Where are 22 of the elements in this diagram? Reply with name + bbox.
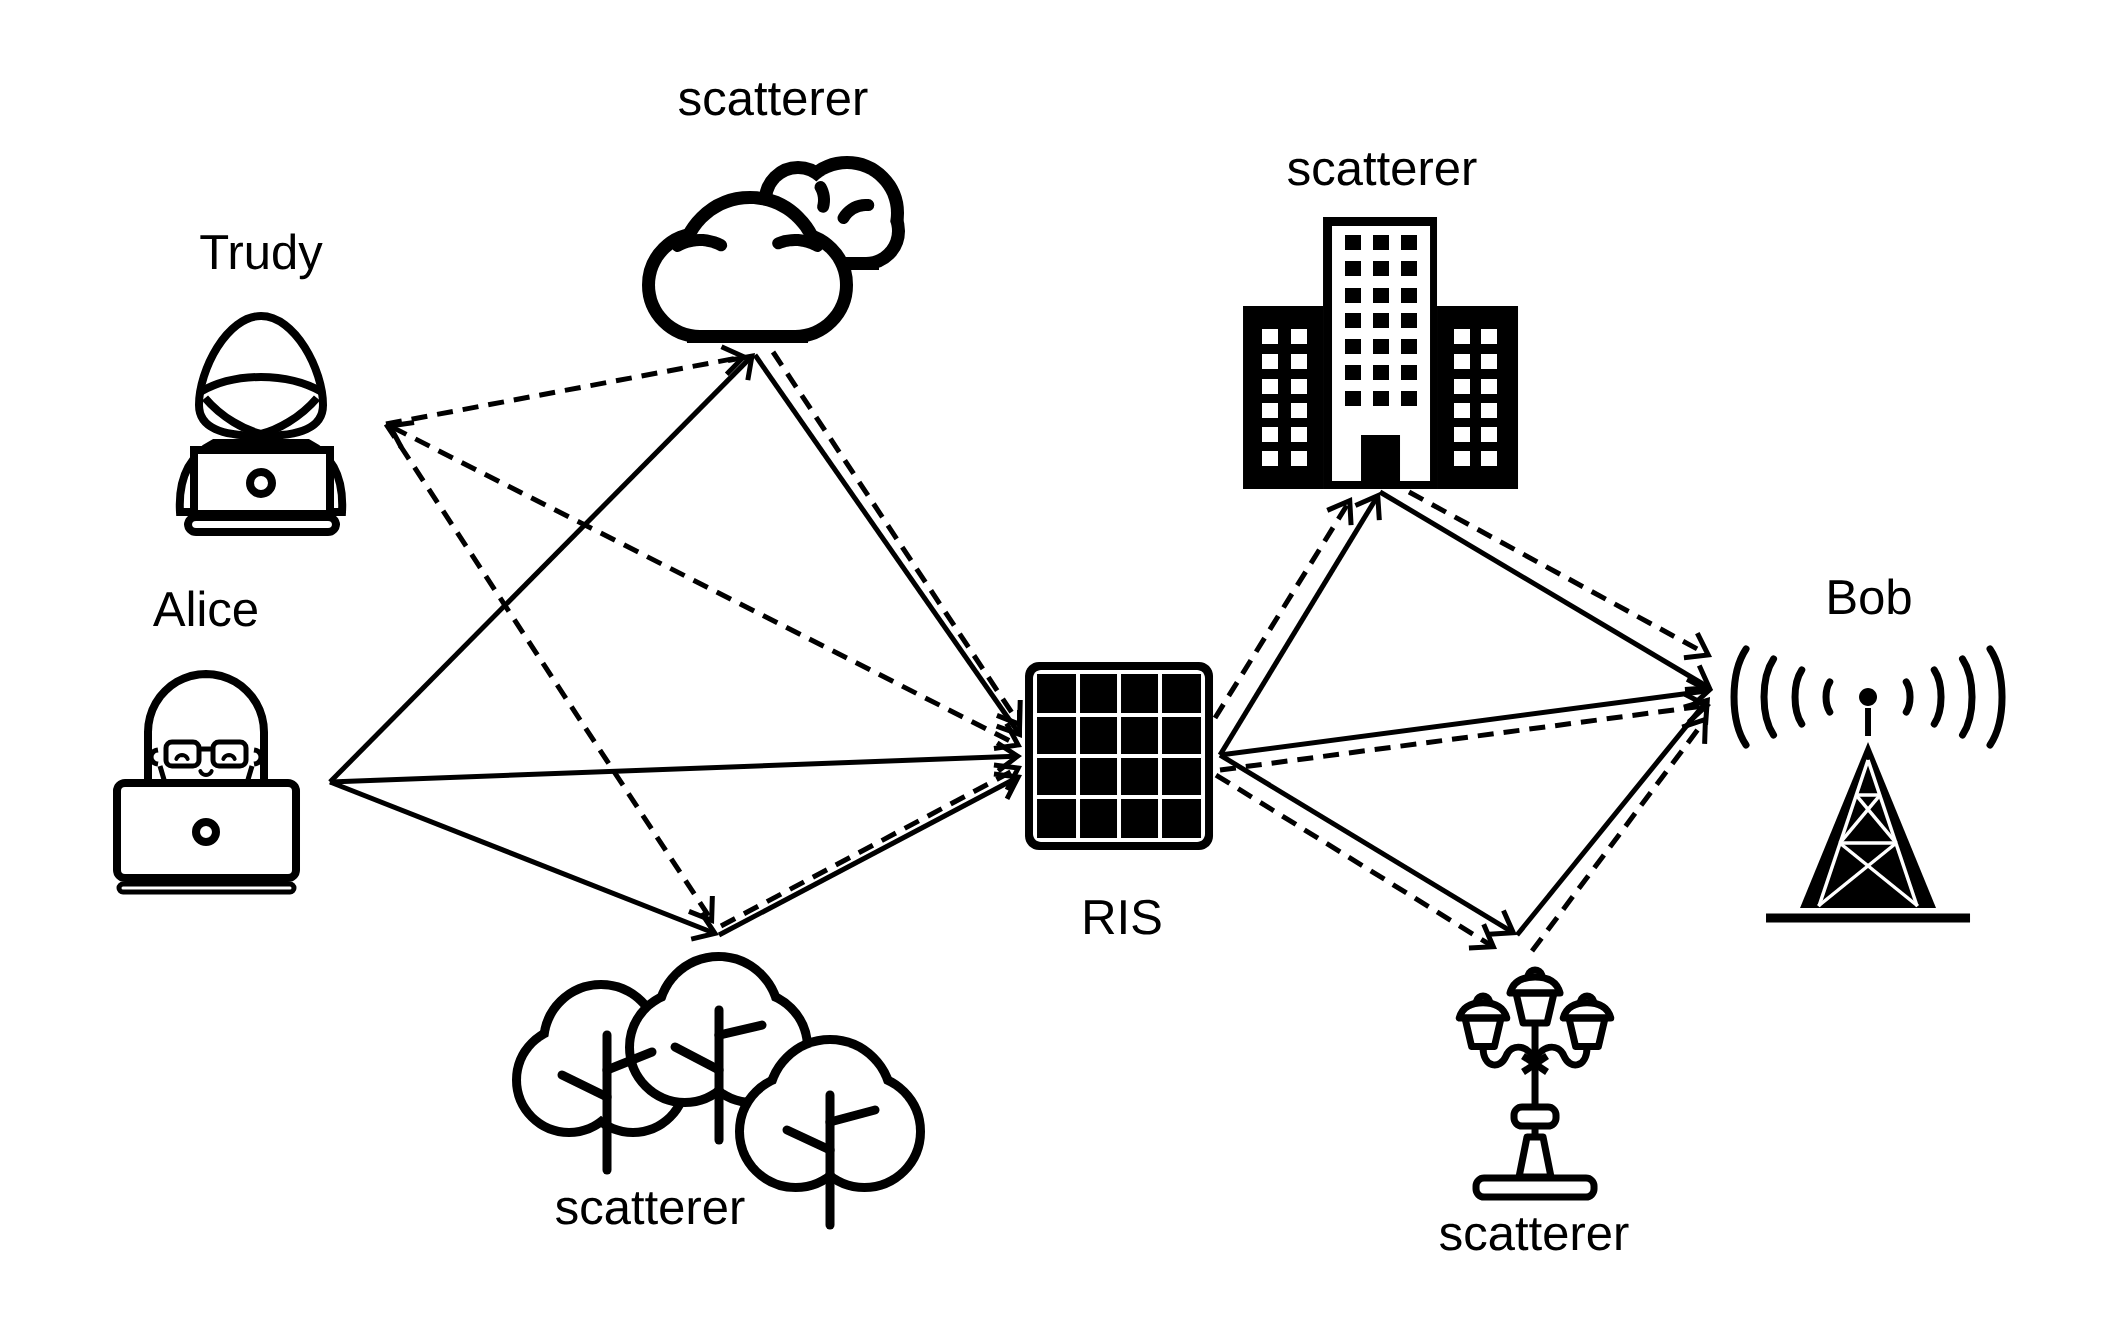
arrow — [1218, 752, 1518, 937]
node-label: scatterer — [1440, 1218, 1629, 1251]
dashed-arrow — [1407, 489, 1713, 661]
dashed-arrow — [383, 422, 715, 924]
dashed-arrow — [385, 344, 748, 427]
node-label: Bob — [1829, 578, 1911, 615]
arrow — [329, 740, 1022, 785]
node-label: scatterer — [679, 83, 868, 116]
dashed-arrow — [1214, 772, 1498, 951]
node-label: scatterer — [1288, 153, 1477, 186]
dashed-arrow — [1219, 692, 1712, 773]
arrow — [1515, 697, 1711, 937]
arrow — [329, 779, 719, 942]
dashed-arrow — [1530, 716, 1709, 953]
arrow — [328, 353, 755, 784]
arrow — [1217, 492, 1382, 757]
node-label: RIS — [1085, 899, 1161, 935]
node-label: Alice — [153, 590, 257, 627]
node-label: Trudy — [200, 233, 323, 280]
dashed-arrow — [1212, 497, 1354, 720]
arrow — [1378, 489, 1714, 693]
node-label: scatterer — [556, 1192, 745, 1225]
